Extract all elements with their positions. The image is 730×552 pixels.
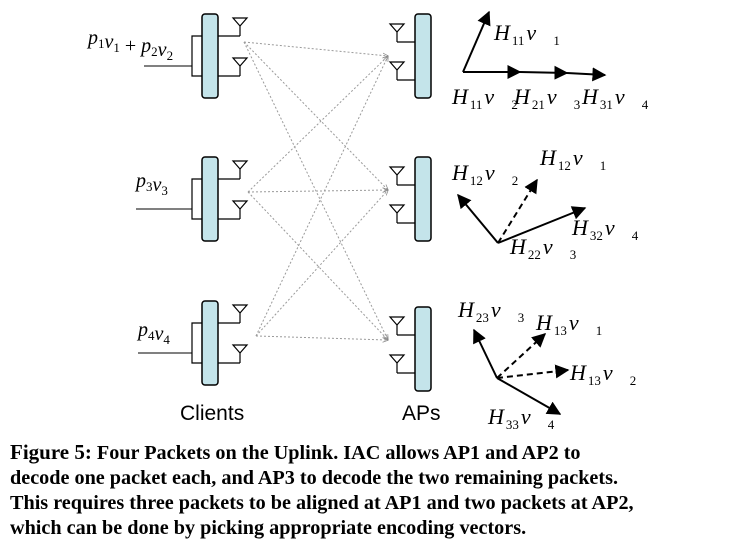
vector-arrow-4 [566,67,607,82]
link-c3-ap1 [255,56,388,337]
link-c2-ap3 [247,191,388,340]
client-radio [201,156,219,242]
client-antenna-icon [231,200,249,219]
client-signal-label: p1v1 + p2v2 [86,27,173,63]
caption-line-3: This requires three packets to be aligne… [10,492,634,514]
ap-radio [414,13,432,99]
client-antenna-icon [231,17,249,36]
ap-2 [388,156,432,242]
channel-links [243,41,388,340]
client-signals: p1v1 + p2v2 p3v3 p4v4 [86,27,202,364]
link-c3-ap3 [255,335,388,340]
vector-arrow-11 [496,377,562,415]
figure-caption: Figure 5: Four Packets on the Uplink. IA… [10,440,724,541]
client-radio [201,300,219,386]
ap-3 [388,306,432,392]
client-radio [201,13,219,99]
ap-antenna-icon [388,61,406,80]
clients-label: Clients [180,402,244,425]
aps-label: APs [402,402,441,425]
client-2 [201,156,249,242]
link-c3-ap2 [255,190,388,337]
caption-label: Figure 5: [10,440,92,464]
link-c1-ap1 [243,41,388,56]
client-antenna-icon [231,344,249,363]
ap-antenna-icon [388,23,406,42]
caption-line-1: Four Packets on the Uplink. IAC allows A… [96,442,581,464]
vector-arrow-9 [496,333,547,379]
vector-diagrams [457,10,607,415]
ap-antenna-icon [388,166,406,185]
client-antenna-icon [231,160,249,179]
vector-arrow-1 [462,10,491,73]
client-signal-label: p4v4 [136,319,170,347]
caption-line-4: which can be done by picking appropriate… [10,517,527,539]
ap-antenna-icon [388,316,406,335]
client-1 [201,13,249,99]
vector-arrow-6 [497,178,538,244]
vector-arrow-5 [457,193,499,244]
caption-line-2: decode one packet each, and AP3 to decod… [10,467,619,489]
link-c2-ap2 [247,190,388,192]
ap-antenna-icon [388,354,406,373]
client-antenna-icon [231,304,249,323]
vector-arrow-3 [519,65,569,80]
ap-1 [388,13,432,99]
ap-radio [414,156,432,242]
vector-arrow-7 [497,206,587,244]
vector-arrow-10 [496,364,570,379]
client-antenna-icon [231,57,249,76]
vector-arrow-8 [473,328,498,379]
ap-radio [414,306,432,392]
client-signal-label: p3v3 [134,170,168,198]
link-c2-ap1 [247,56,388,193]
devices [201,13,432,392]
link-c1-ap2 [243,41,388,190]
client-3 [201,300,249,386]
ap-antenna-icon [388,204,406,223]
